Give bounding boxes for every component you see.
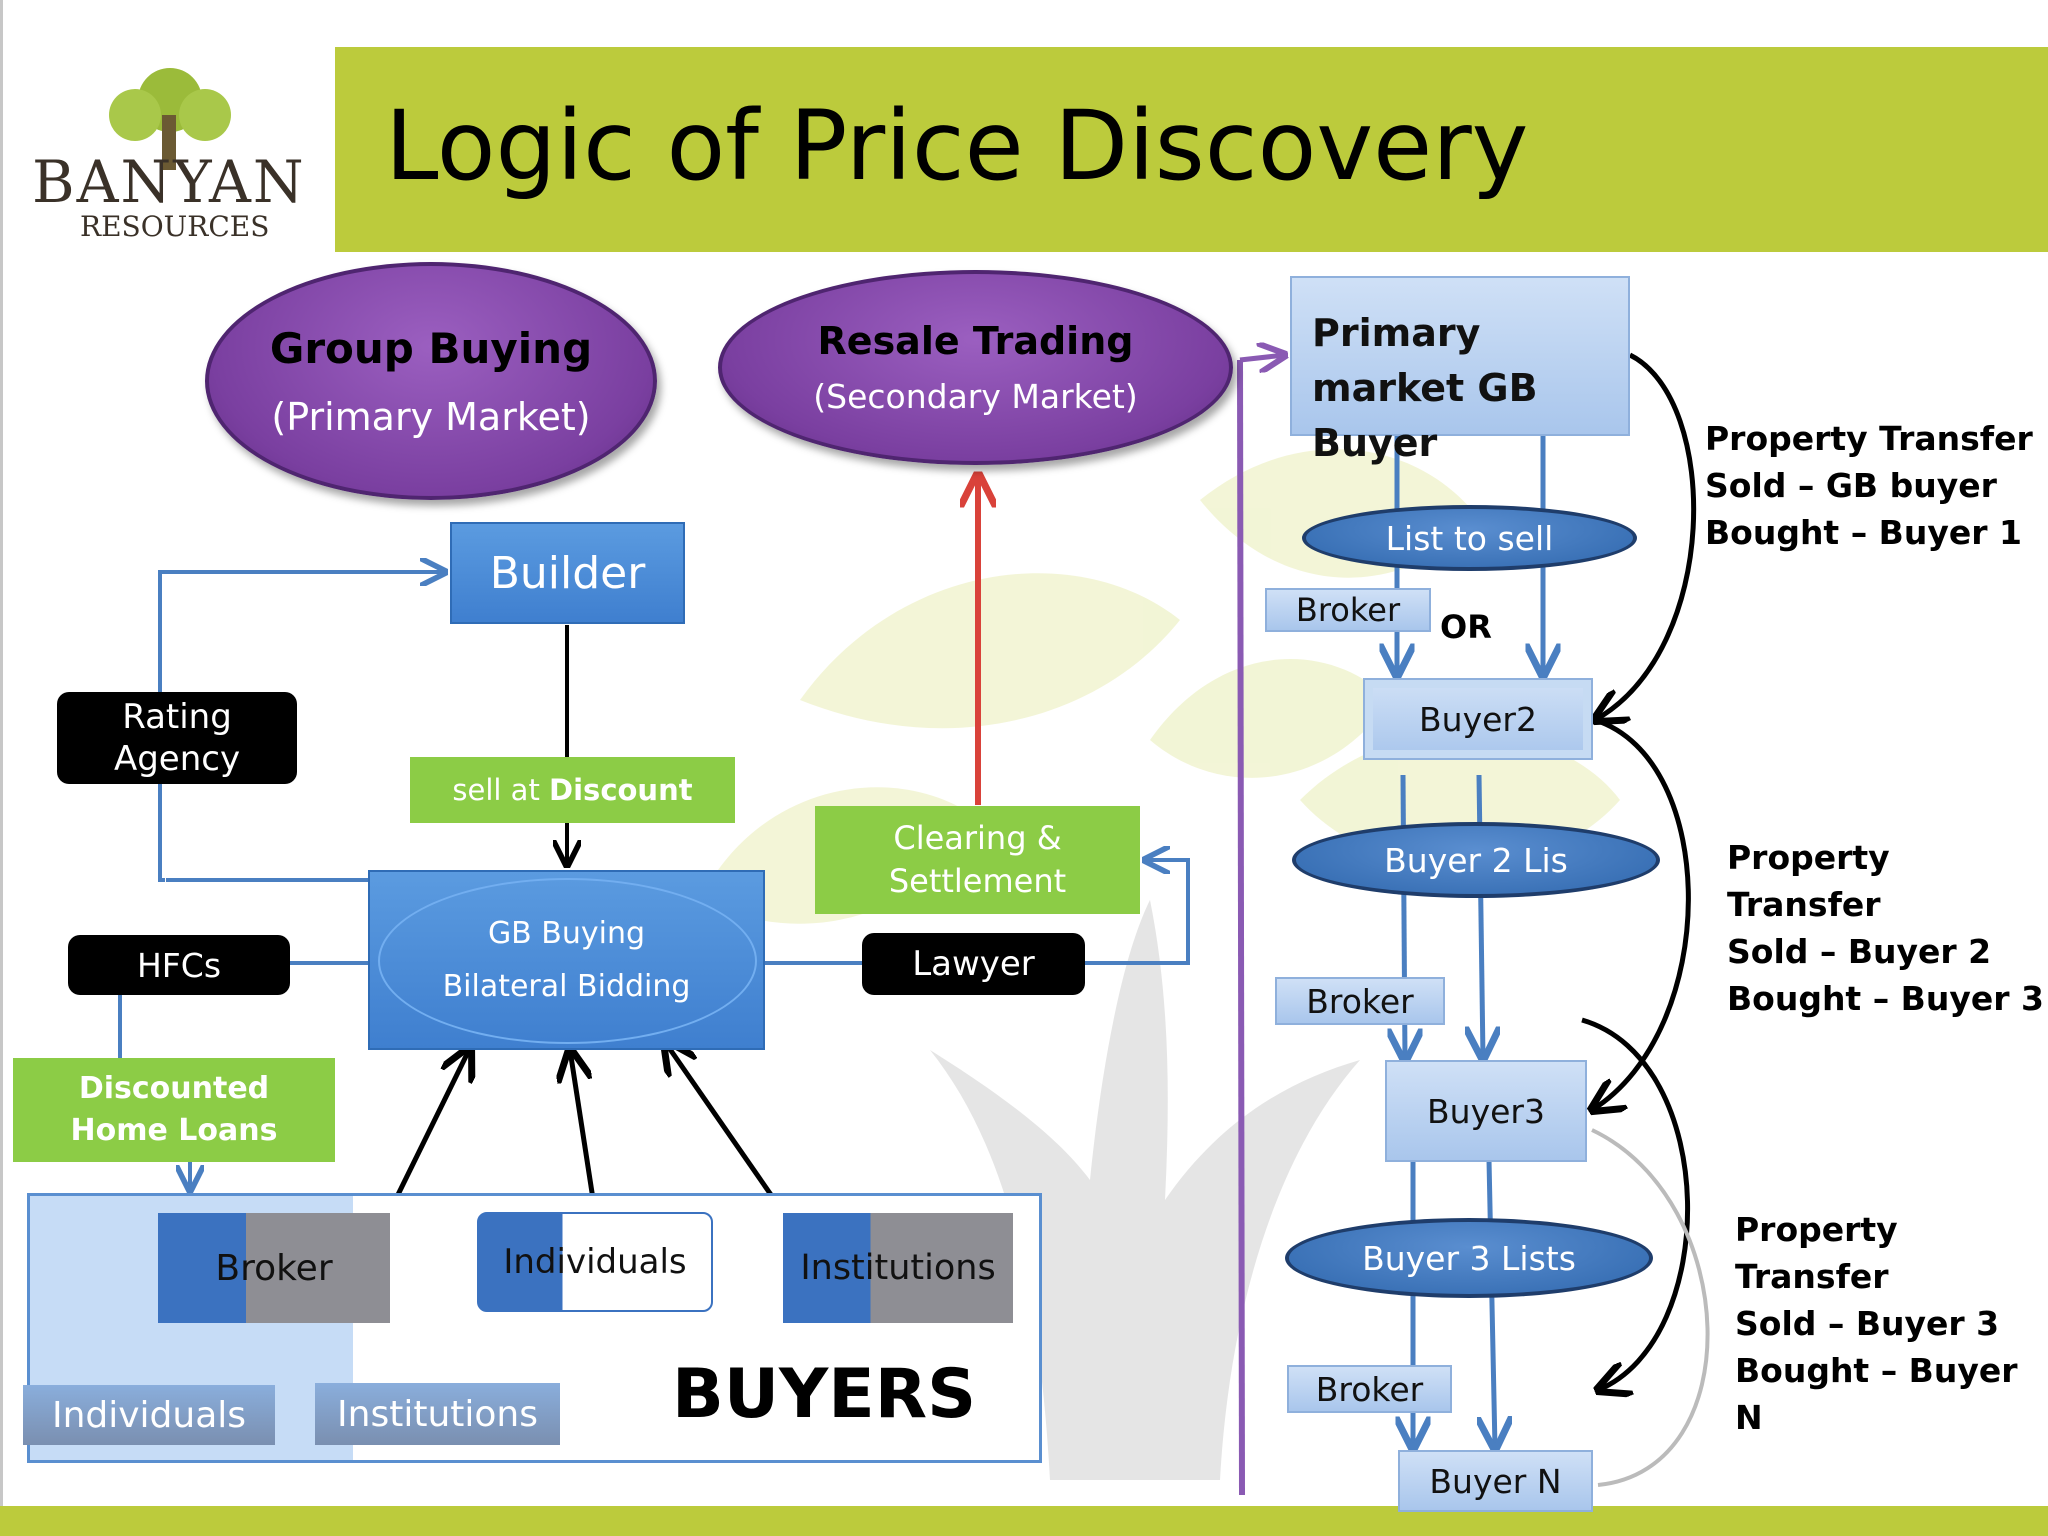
broker-node-1: Broker (1265, 588, 1431, 632)
transfer-2-line1: Property Transfer (1727, 838, 1890, 924)
resale-trading-ellipse: Resale Trading (Secondary Market) (718, 270, 1233, 465)
buyer3-lists-node: Buyer 3 Lists (1285, 1218, 1653, 1298)
sell-at-discount-node: sell at Discount (410, 757, 735, 823)
buyers-label: BUYERS (672, 1355, 977, 1434)
discounted-home-loans-node: Discounted Home Loans (13, 1058, 335, 1162)
transfer-1-line1: Property Transfer (1705, 419, 2033, 458)
buyers-sub-institutions-node: Institutions (315, 1383, 560, 1445)
sell-at-prefix: sell at (452, 773, 550, 807)
logo-text: BANYAN (32, 148, 306, 216)
hfcs-node: HFCs (68, 935, 290, 995)
buyer3-node: Buyer3 (1385, 1060, 1587, 1162)
list-to-sell-node: List to sell (1302, 505, 1637, 571)
lawyer-node: Lawyer (862, 933, 1085, 995)
group-buying-ellipse: Group Buying (Primary Market) (205, 262, 657, 500)
transfer-1-line3: Bought – Buyer 1 (1705, 513, 2022, 552)
builder-node: Builder (450, 522, 685, 624)
rating-agency-node: Rating Agency (57, 692, 297, 784)
transfer-1-line2: Sold – GB buyer (1705, 466, 1997, 505)
transfer-label-3: Property Transfer Sold – Buyer 3 Bought … (1735, 1206, 2048, 1441)
gb-buying-node: GB Buying Bilateral Bidding (368, 870, 765, 1050)
transfer-label-2: Property Transfer Sold – Buyer 2 Bought … (1727, 834, 2048, 1022)
buyer2-node: Buyer2 (1363, 678, 1593, 760)
logo-subtext: RESOURCES (80, 210, 270, 243)
transfer-3-line1: Property Transfer (1735, 1210, 1898, 1296)
buyers-broker-node: Broker (158, 1213, 390, 1323)
sell-at-bold: Discount (549, 773, 693, 807)
broker-node-2: Broker (1275, 977, 1445, 1025)
buyers-sub-individuals-node: Individuals (23, 1385, 275, 1445)
primary-buyer-node: Primary market GB Buyer (1290, 276, 1630, 465)
broker-node-3: Broker (1287, 1365, 1452, 1413)
resale-trading-subtitle: (Secondary Market) (813, 377, 1138, 416)
transfer-2-line3: Bought – Buyer 3 (1727, 979, 2044, 1018)
buyern-node: Buyer N (1398, 1450, 1593, 1512)
or-label: OR (1440, 608, 1492, 646)
gb-buying-ellipse (378, 878, 757, 1044)
logo: BANYAN RESOURCES (10, 60, 320, 250)
bottom-bar (0, 1506, 2048, 1536)
group-buying-subtitle: (Primary Market) (271, 394, 591, 439)
transfer-label-1: Property Transfer Sold – GB buyer Bought… (1705, 415, 2033, 556)
transfer-2-line2: Sold – Buyer 2 (1727, 932, 1992, 971)
tree-logo-icon (109, 68, 231, 170)
title-bar (335, 47, 2048, 252)
resale-trading-title: Resale Trading (817, 319, 1134, 363)
buyers-individuals-node: Individuals (477, 1212, 713, 1312)
clearing-settlement-node: Clearing & Settlement (815, 806, 1140, 914)
page-title: Logic of Price Discovery (385, 90, 1529, 202)
buyer2-lis-node: Buyer 2 Lis (1292, 822, 1660, 898)
transfer-3-line2: Sold – Buyer 3 (1735, 1304, 2000, 1343)
group-buying-title: Group Buying (269, 323, 593, 373)
buyers-institutions-node: Institutions (783, 1213, 1013, 1323)
transfer-3-line3: Bought – Buyer N (1735, 1351, 2018, 1437)
left-border-line (0, 0, 3, 1536)
